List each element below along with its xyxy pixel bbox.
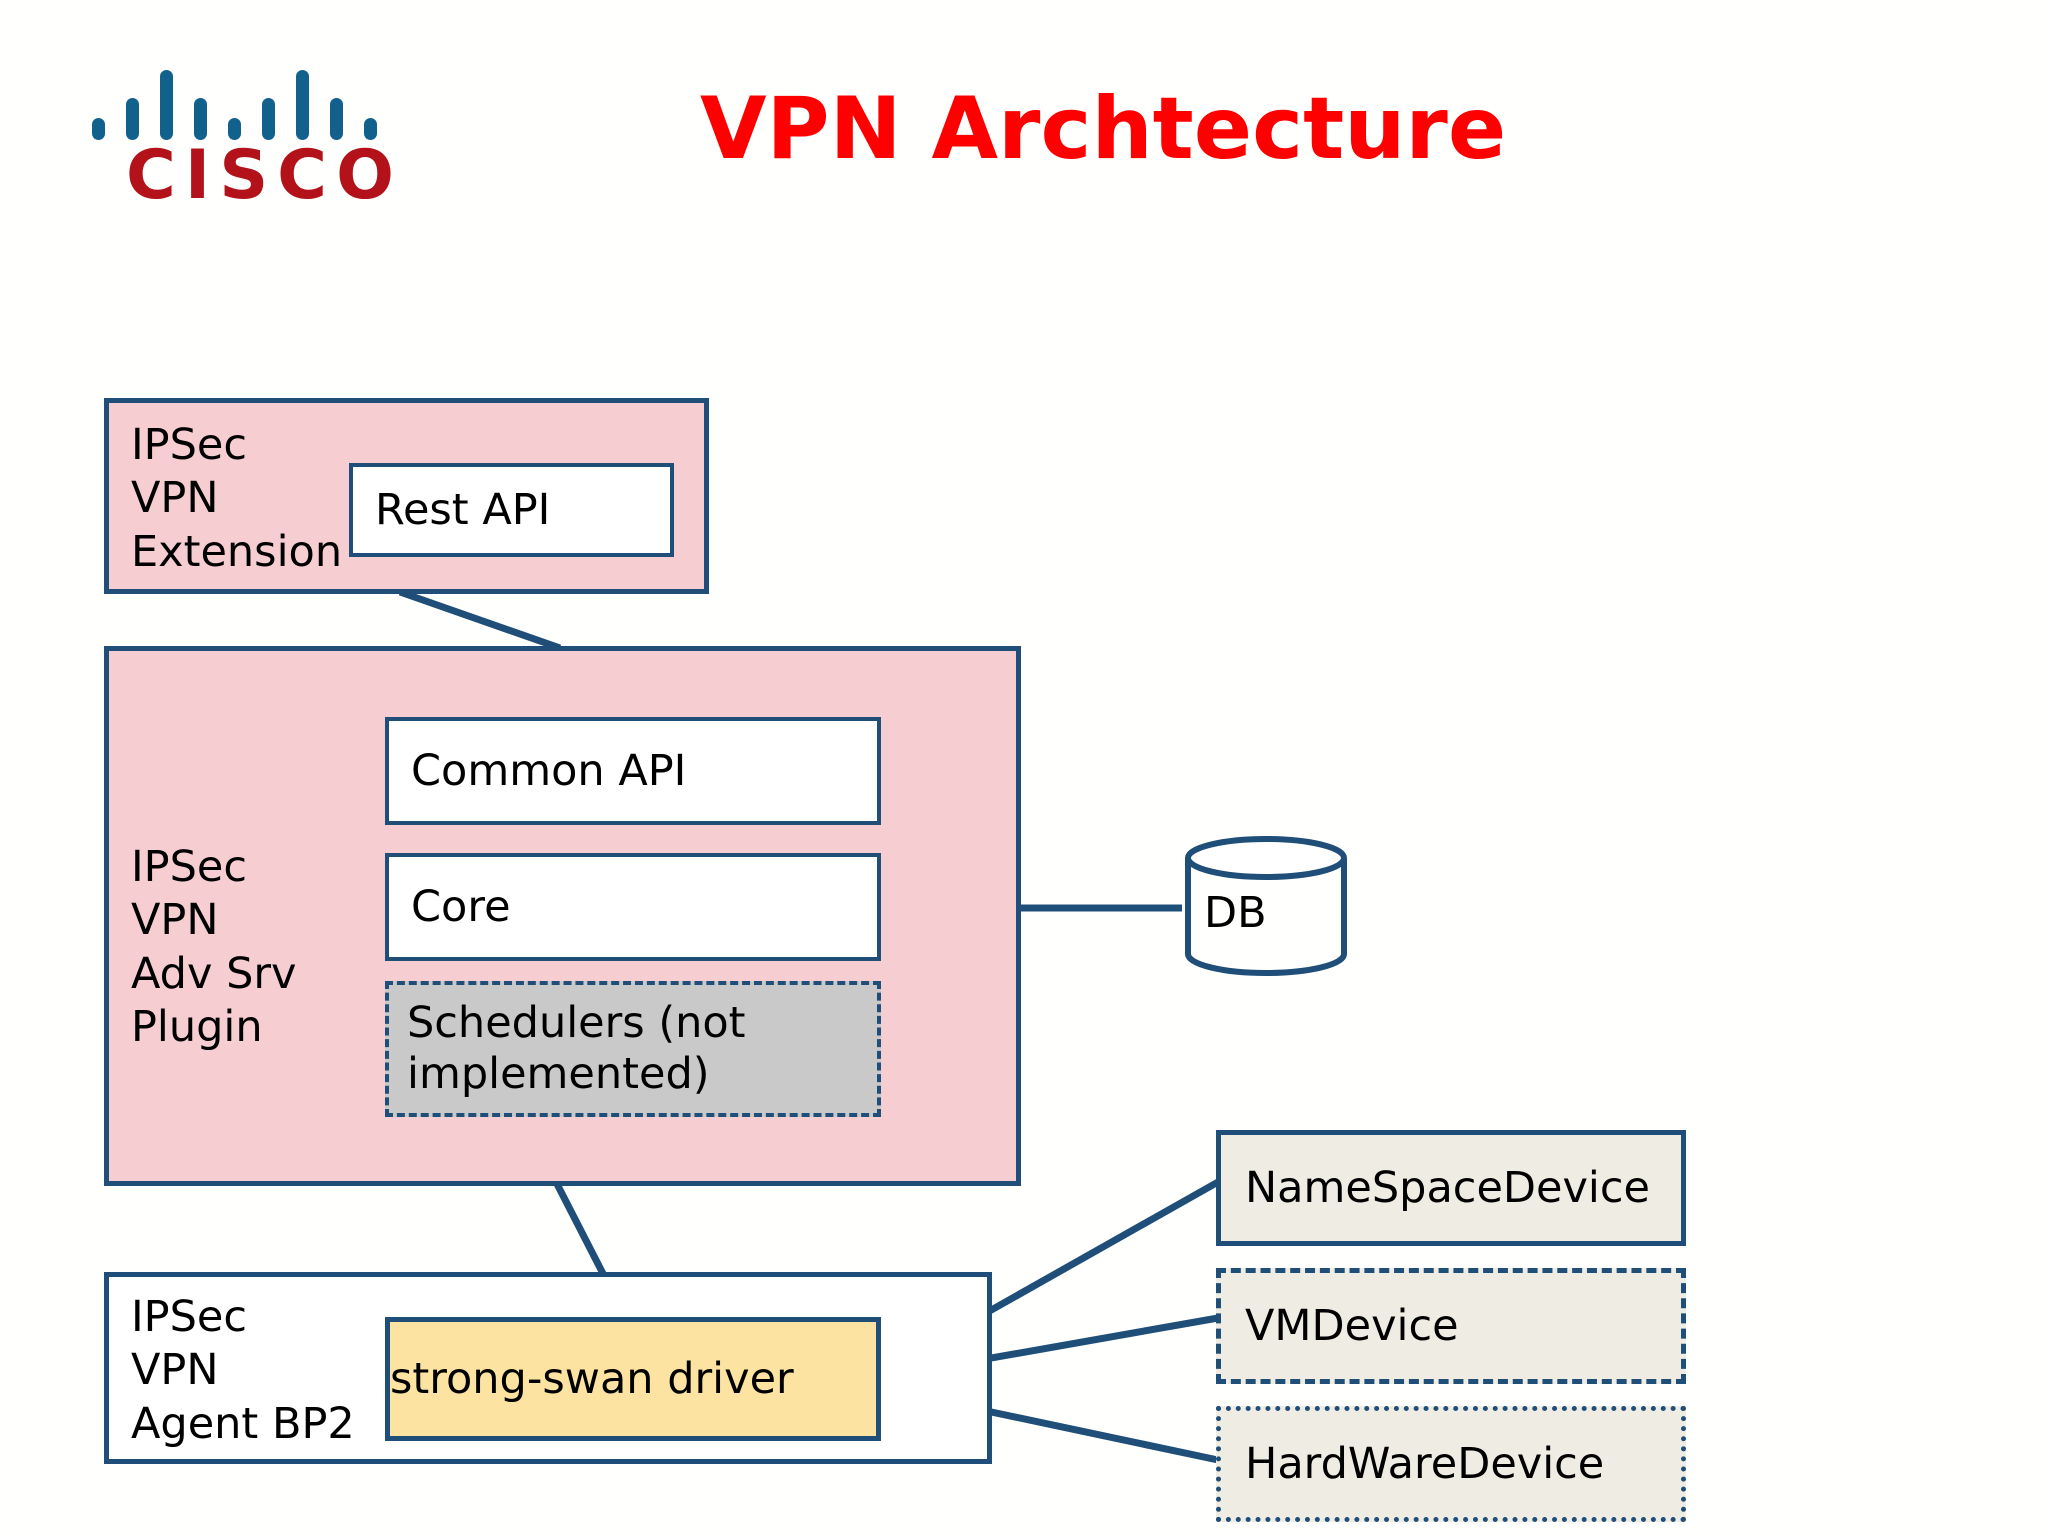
- vmdevice-box[interactable]: VMDevice: [1216, 1268, 1686, 1384]
- core-box[interactable]: Core: [385, 853, 881, 961]
- cisco-logo-bar: [364, 118, 377, 140]
- rest-api-box[interactable]: Rest API: [349, 463, 674, 557]
- cisco-logo-bars: [92, 58, 422, 140]
- cisco-logo-bar: [228, 118, 241, 140]
- ipsec-vpn-plugin-label: IPSec VPN Adv Srv Plugin: [131, 842, 297, 1052]
- schedulers-label: Schedulers (not implemented): [407, 998, 746, 1099]
- db-label: DB: [1204, 888, 1267, 938]
- cisco-logo-bar: [160, 70, 173, 140]
- cisco-logo-bar: [194, 98, 207, 140]
- rest-api-label: Rest API: [375, 484, 551, 535]
- schedulers-box[interactable]: Schedulers (not implemented): [385, 981, 881, 1117]
- db-cylinder[interactable]: DB: [1182, 836, 1350, 976]
- cisco-logo-bar: [262, 98, 275, 140]
- cisco-logo: CISCO: [92, 58, 422, 218]
- vmdevice-label: VMDevice: [1245, 1301, 1459, 1351]
- ipsec-vpn-agent-label: IPSec VPN Agent BP2: [131, 1292, 355, 1449]
- cisco-logo-bar: [330, 98, 343, 140]
- ipsec-vpn-extension-panel[interactable]: IPSec VPN Extension Rest API: [104, 398, 709, 594]
- cisco-logo-bar: [92, 118, 105, 140]
- ipsec-vpn-agent-panel[interactable]: IPSec VPN Agent BP2 strong-swan driver: [104, 1272, 992, 1464]
- strong-swan-driver-box[interactable]: strong-swan driver: [385, 1317, 881, 1441]
- connector-extension-to-plugin: [398, 588, 562, 652]
- namespacedevice-box[interactable]: NameSpaceDevice: [1216, 1130, 1686, 1246]
- page-title: VPN Archtecture: [700, 79, 1507, 179]
- common-api-label: Common API: [411, 745, 687, 796]
- common-api-box[interactable]: Common API: [385, 717, 881, 825]
- cisco-logo-bar: [126, 98, 139, 140]
- hardwaredevice-box[interactable]: HardWareDevice: [1216, 1406, 1686, 1522]
- cisco-logo-bar: [296, 70, 309, 140]
- namespacedevice-label: NameSpaceDevice: [1245, 1163, 1650, 1213]
- database-icon: [1185, 836, 1347, 976]
- strong-swan-driver-label: strong-swan driver: [390, 1353, 794, 1404]
- cisco-wordmark: CISCO: [126, 136, 403, 215]
- ipsec-vpn-extension-label: IPSec VPN Extension: [131, 420, 343, 577]
- core-label: Core: [411, 881, 511, 932]
- ipsec-vpn-plugin-panel[interactable]: IPSec VPN Adv Srv Plugin Common API Core…: [104, 646, 1021, 1186]
- hardwaredevice-label: HardWareDevice: [1245, 1439, 1605, 1489]
